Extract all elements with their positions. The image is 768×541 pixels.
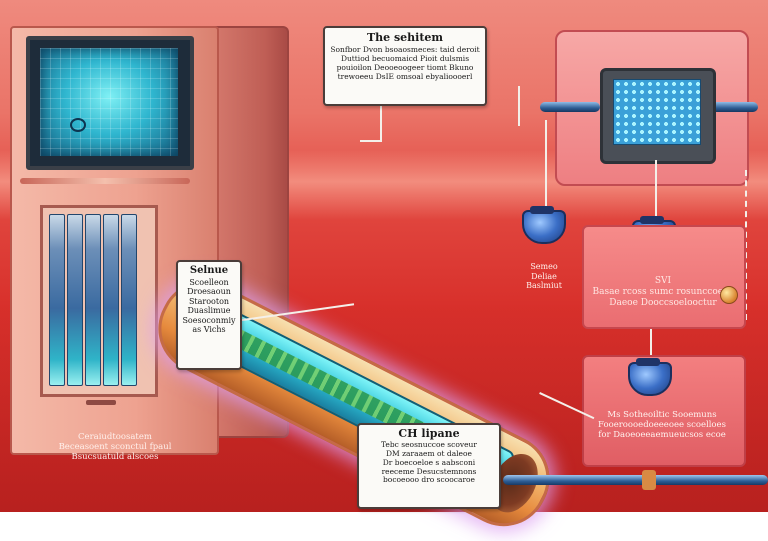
indicator-ball [720,286,738,304]
panel-bottom-text: Ms Sotheoiltic Sooemuns Fooeroooedoeeeoe… [598,410,726,441]
wire [545,120,547,210]
callout-left: Selnue Scoelleon Droesaoun Starooton Dua… [176,260,242,370]
sensor-icon [522,210,566,244]
monitor-icon [26,36,194,170]
drive-bay [49,214,65,386]
sensor-cap [636,358,660,366]
monitor-screen [40,48,178,156]
callout-left-title: Selnue [189,265,229,276]
callout-top-body: Sonfbor Dvon bsoaosmeces: taid deroit Du… [330,45,480,81]
drive-bay [85,214,101,386]
callout-bottom-body: Tebc seosnuccoe scoveur DM zaraaem ot da… [381,440,477,485]
server-rack-icon [40,205,158,397]
callout-top-title: The sehitem [366,31,444,44]
sensor-left-caption: Semeo Deliae Baslmiut [526,262,562,291]
panel-mid [582,225,746,329]
chip-icon [600,68,716,164]
pipe-joint [642,470,656,490]
callout-left-body: Scoelleon Droesaoun Starooton Duaslimue … [182,278,236,335]
callout-bottom: CH lipane Tebc seosnuccoe scoveur DM zar… [357,423,501,509]
pipe-bottom [503,475,768,485]
wire [518,86,520,126]
wire [745,170,747,320]
wire [650,325,652,365]
drive-bay [121,214,137,386]
pipe-right [710,102,758,112]
panel-mid-text: SVI Basae rcoss sumc rosunccoens Daeoe D… [592,276,734,308]
bottom-left-caption: Ceraiudtoosatem Beceasoent sconctul fpau… [58,432,172,463]
chip-array [613,79,701,145]
wire [655,160,657,220]
sensor-cap [530,206,554,214]
drive-bay [103,214,119,386]
sensor-cap [640,216,664,224]
screen-grid [40,48,178,156]
drive-bay [67,214,83,386]
callout-bottom-title: CH lipane [398,427,460,440]
callout-top: The sehitem Sonfbor Dvon bsoaosmeces: ta… [323,26,487,106]
pipe-left [540,102,600,112]
tower-trim [20,178,190,184]
tower-slot [86,400,116,405]
leader-line [380,102,382,142]
screen-marker [70,118,86,132]
leader-line [360,140,382,142]
